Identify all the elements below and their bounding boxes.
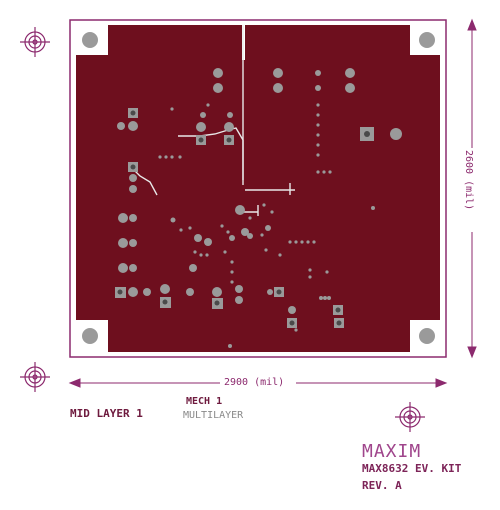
height-dimension-label: 2600 (mil) [463, 150, 474, 211]
fiducial-target-icon [20, 27, 50, 57]
brand-name: MAXIM [362, 441, 422, 462]
height-dimension-line [467, 18, 477, 359]
vias [158, 103, 375, 348]
mounting-holes [78, 27, 442, 350]
kit-title: MAX8632 EV. KIT [362, 462, 462, 475]
width-dimension-line [68, 378, 448, 388]
fiducial-target-icon [395, 402, 425, 432]
fiducial-target-icon [20, 362, 50, 392]
copper-plane [76, 25, 440, 352]
square-pads [115, 108, 374, 328]
multilayer-label: MULTILAYER [183, 410, 244, 421]
round-pads [117, 68, 402, 314]
mech-layer-label: MECH 1 [186, 396, 223, 407]
revision-label: REV. A [362, 479, 402, 492]
mid-layer-label: MID LAYER 1 [70, 407, 143, 420]
width-dimension-label: 2900 (mil) [224, 377, 285, 388]
